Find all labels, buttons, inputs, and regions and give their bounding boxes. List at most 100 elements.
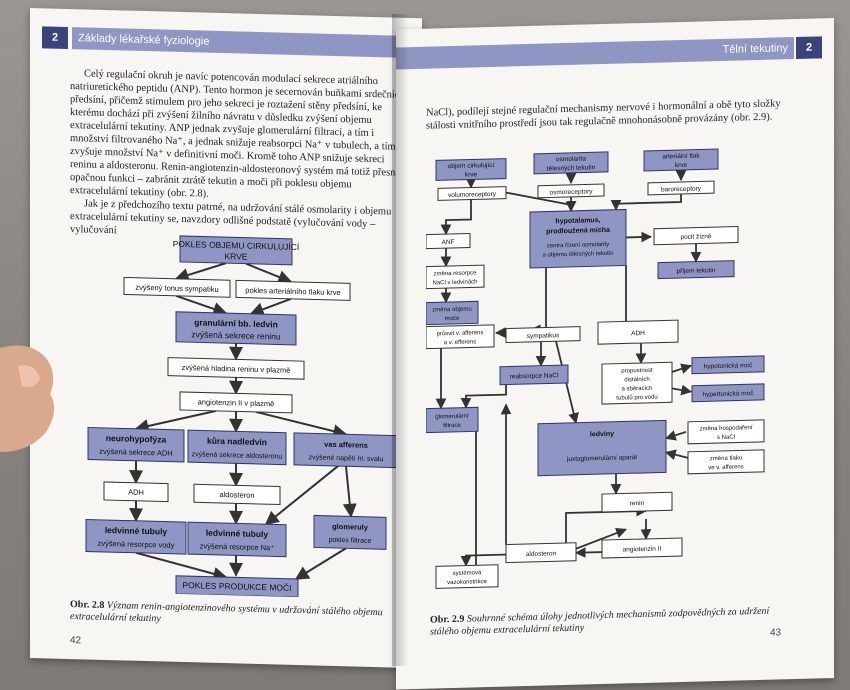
node-art-tlak (643, 148, 719, 172)
label: glomeruly (332, 522, 369, 532)
node-hypertonicka (691, 383, 765, 403)
node-zmena-resorpce (426, 264, 485, 290)
right-page-number: 43 (770, 627, 782, 639)
left-header-title: Základy lékařské fyziologie (72, 27, 422, 59)
label: zvýšený tonus sympatiku (135, 283, 218, 294)
label: pokles filtrace (329, 537, 372, 545)
label: krve (465, 171, 478, 178)
label: propustnost (621, 368, 653, 375)
label: s NaCl (717, 435, 735, 441)
label: osmolarita (556, 155, 586, 163)
node-reabsorpce (499, 364, 569, 386)
node-angiotenzin (601, 537, 683, 559)
node-pokles-objemu (179, 235, 293, 266)
right-figure-caption: Obr. 2.9 Souhrnné schéma úlohy jednotliv… (430, 605, 800, 639)
caption-label: Obr. 2.9 (430, 613, 465, 626)
label: vazokonstrikce (447, 579, 487, 586)
label: hypotalamus, (555, 217, 600, 225)
label: pokles arteriálního tlaku krve (245, 286, 340, 297)
label: osmoreceptory (550, 188, 594, 196)
label: ADH (631, 330, 645, 337)
renin-angiotensin-diagram: POKLES OBJEMU CIRKULUJÍCÍ KRVE zvýšený t… (85, 235, 399, 598)
label: ve v. afferens (708, 464, 743, 471)
left-header-number: 2 (42, 26, 68, 49)
label: NaCl v ledvinách (432, 279, 477, 286)
label: zvýšená resorpce Na⁺ (200, 541, 274, 552)
label: baroreceptory (661, 185, 702, 193)
label: změna tlaku (710, 455, 742, 462)
label: hypertonická moč (703, 390, 755, 398)
node-volumoreceptory (437, 186, 507, 201)
label: prodloužená mícha (546, 227, 610, 236)
label: arteriální tlak (662, 153, 700, 161)
left-page-number: 42 (70, 635, 82, 647)
node-neurohypofyza (87, 427, 185, 463)
label: krve (675, 162, 688, 169)
label: glomerulární (435, 414, 469, 421)
node-objem (435, 158, 507, 181)
label: průsvit v. afferens (437, 329, 484, 337)
node-tubuly-voda (85, 518, 187, 555)
node-kura (187, 429, 287, 466)
node-hypotalamus (529, 208, 627, 269)
label: zvýšené napětí hl. svalu (309, 454, 384, 463)
label: sympatikus (527, 332, 560, 340)
right-intro-text: NaCl), podílejí stejné regulační mechani… (426, 98, 781, 132)
right-header-number: 2 (796, 36, 822, 59)
label: zvýšená sekrece aldosteronu (192, 451, 283, 460)
node-zmena-tlaku (687, 449, 765, 475)
label: granulární bb. ledvin (194, 317, 278, 329)
label: centra řízení osmolarity (547, 242, 609, 250)
label: tubulů pro vodu (616, 394, 657, 402)
label: moče (445, 316, 460, 322)
label: změna resorpce (433, 270, 477, 277)
node-pokles-moci (175, 575, 299, 598)
node-propustnost (601, 361, 673, 405)
right-page: Tělní tekutiny 2 NaCl), podílejí stejné … (396, 18, 834, 690)
node-prijem-tekutin (657, 260, 735, 280)
caption-text: Souhrnné schéma úlohy jednotlivých mecha… (430, 605, 770, 638)
label: POKLES OBJEMU CIRKULUJÍCÍ (173, 239, 300, 252)
label: a objemu tělesných tekutin (542, 251, 613, 259)
node-anf (426, 233, 471, 250)
label: zvýšená sekrece reninu (191, 329, 281, 341)
label: renin (630, 500, 645, 507)
node-glomeruly (313, 514, 387, 550)
node-prusvit (426, 324, 495, 350)
node-hypotonicka (691, 355, 765, 375)
node-zmena-hosp (687, 419, 765, 445)
node-aldosteron (505, 542, 577, 564)
node-tubuly-na (187, 521, 287, 558)
node-glomerularni (426, 406, 479, 434)
label: ledvinné tubuly (105, 525, 168, 537)
node-adh (597, 319, 679, 345)
label: kůra nadledvin (207, 436, 267, 448)
node-tlak (235, 279, 351, 301)
label: distálních (624, 377, 649, 384)
label: juxtaglomerulární aparát (566, 454, 637, 463)
label: ADH (128, 488, 144, 497)
label: ANF (442, 239, 455, 246)
label: a v. efferens (444, 339, 476, 346)
label: aldosteron (526, 550, 557, 558)
left-page: 2 Základy lékařské fyziologie Celý regul… (30, 8, 422, 669)
node-angiotenzin (179, 391, 293, 414)
label: filtrace (443, 423, 461, 429)
label: zvýšená sekrece ADH (99, 447, 172, 458)
label: příjem tekutin (676, 267, 715, 275)
node-tonus (123, 276, 231, 298)
node-zmena-objemu (426, 300, 479, 326)
label: volumoreceptory (448, 191, 497, 199)
label: tělesných tekutin (547, 164, 596, 172)
label: angiotenzin II (623, 546, 662, 554)
node-aldosteron (193, 483, 281, 506)
label: angiotenzin II v plazmě (198, 397, 275, 408)
label: POKLES PRODUKCE MOČI (182, 580, 291, 593)
right-header-title: Tělní tekutiny (396, 37, 794, 70)
label: reabsorpce NaCl (510, 372, 559, 380)
node-pocit-zizne (653, 226, 739, 246)
node-sympatikus (505, 326, 581, 344)
label: vas afferens (324, 440, 368, 450)
caption-label: Obr. 2.8 (70, 599, 105, 611)
label: zvýšená hladina reninu v plazmě (182, 363, 291, 375)
